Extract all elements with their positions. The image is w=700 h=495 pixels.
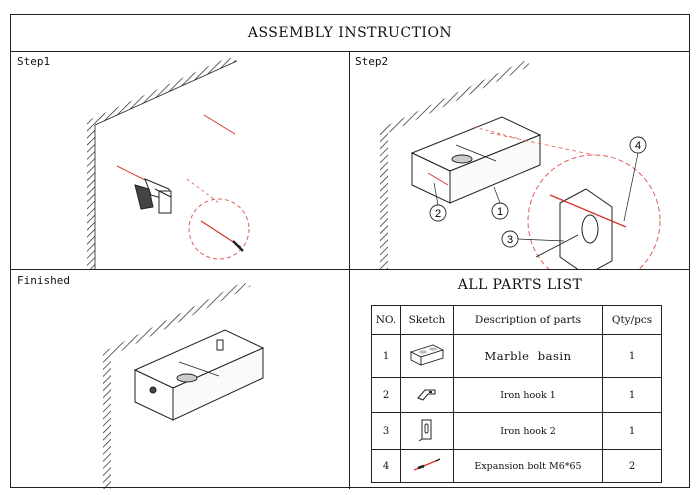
callout-2-label: 2: [435, 208, 441, 220]
step2-illustration: 1 2 3 4: [380, 61, 661, 269]
callout-1: 1: [491, 186, 509, 220]
document-title: ASSEMBLY INSTRUCTION: [11, 15, 689, 52]
table-row: 3 Iron hook 2 1: [371, 412, 662, 450]
bolt-detail-icon: [186, 178, 250, 260]
header-qty: Qty/pcs: [602, 305, 662, 335]
table-row: 4 Expansion bolt M6*65 2: [371, 449, 662, 483]
row-no: 3: [371, 412, 401, 450]
step2-label: Step2: [355, 55, 389, 68]
drill-icon: [116, 165, 172, 214]
callout-1-label: 1: [497, 206, 503, 218]
row-qty: 2: [602, 449, 662, 483]
installed-basin-icon: [133, 329, 265, 421]
basin-icon: [409, 344, 445, 366]
callout-3: 3: [501, 230, 565, 248]
row-qty: 1: [602, 334, 662, 378]
basin-icon: [410, 116, 542, 204]
row-description: Iron hook 2: [453, 412, 603, 450]
wall-hatching: [380, 61, 532, 269]
callout-4: 4: [623, 136, 647, 222]
instruction-sheet: ASSEMBLY INSTRUCTION Step1: [10, 14, 690, 489]
grid-divider-horizontal: [11, 269, 689, 270]
callout-2: 2: [429, 182, 447, 222]
grid-divider-vertical: [349, 51, 350, 489]
row-sketch: [400, 412, 454, 450]
drill-hole-marker: [203, 114, 236, 135]
wall-hatching: [103, 282, 251, 489]
finished-label: Finished: [17, 274, 70, 287]
parts-list-title: ALL PARTS LIST: [457, 277, 583, 293]
header-description: Description of parts: [453, 305, 603, 335]
row-sketch: [400, 377, 454, 413]
row-no: 2: [371, 377, 401, 413]
wall-hatching: [87, 57, 238, 269]
step1-illustration: [87, 57, 250, 269]
leader-dash: [473, 126, 521, 140]
finished-illustration: [103, 282, 265, 489]
header-sketch: Sketch: [400, 305, 454, 335]
row-qty: 1: [602, 412, 662, 450]
table-row: 1 Marble basin 1: [371, 334, 662, 378]
step1-label: Step1: [17, 55, 51, 68]
row-description: Iron hook 1: [453, 377, 603, 413]
row-sketch: [400, 334, 454, 378]
iron-hook-1-icon: [417, 389, 436, 401]
row-description: Expansion bolt M6*65: [453, 449, 603, 483]
leader-dash: [489, 132, 595, 156]
expansion-bolt-icon: [413, 457, 441, 471]
row-sketch: [400, 449, 454, 483]
callout-4-label: 4: [635, 140, 641, 152]
table-row: 2 Iron hook 1 1: [371, 377, 662, 413]
row-no: 4: [371, 449, 401, 483]
iron-hook-2-icon: [418, 419, 432, 441]
row-qty: 1: [602, 377, 662, 413]
row-no: 1: [371, 334, 401, 378]
callout-3-label: 3: [507, 234, 513, 246]
header-no: NO.: [371, 305, 401, 335]
row-description: Marble basin: [453, 334, 603, 378]
parts-table: NO. Sketch Description of parts Qty/pcs …: [371, 305, 662, 483]
hook-bolt-marker: [427, 172, 449, 186]
hook-detail-icon: [527, 154, 661, 269]
table-header-row: NO. Sketch Description of parts Qty/pcs: [371, 305, 662, 335]
